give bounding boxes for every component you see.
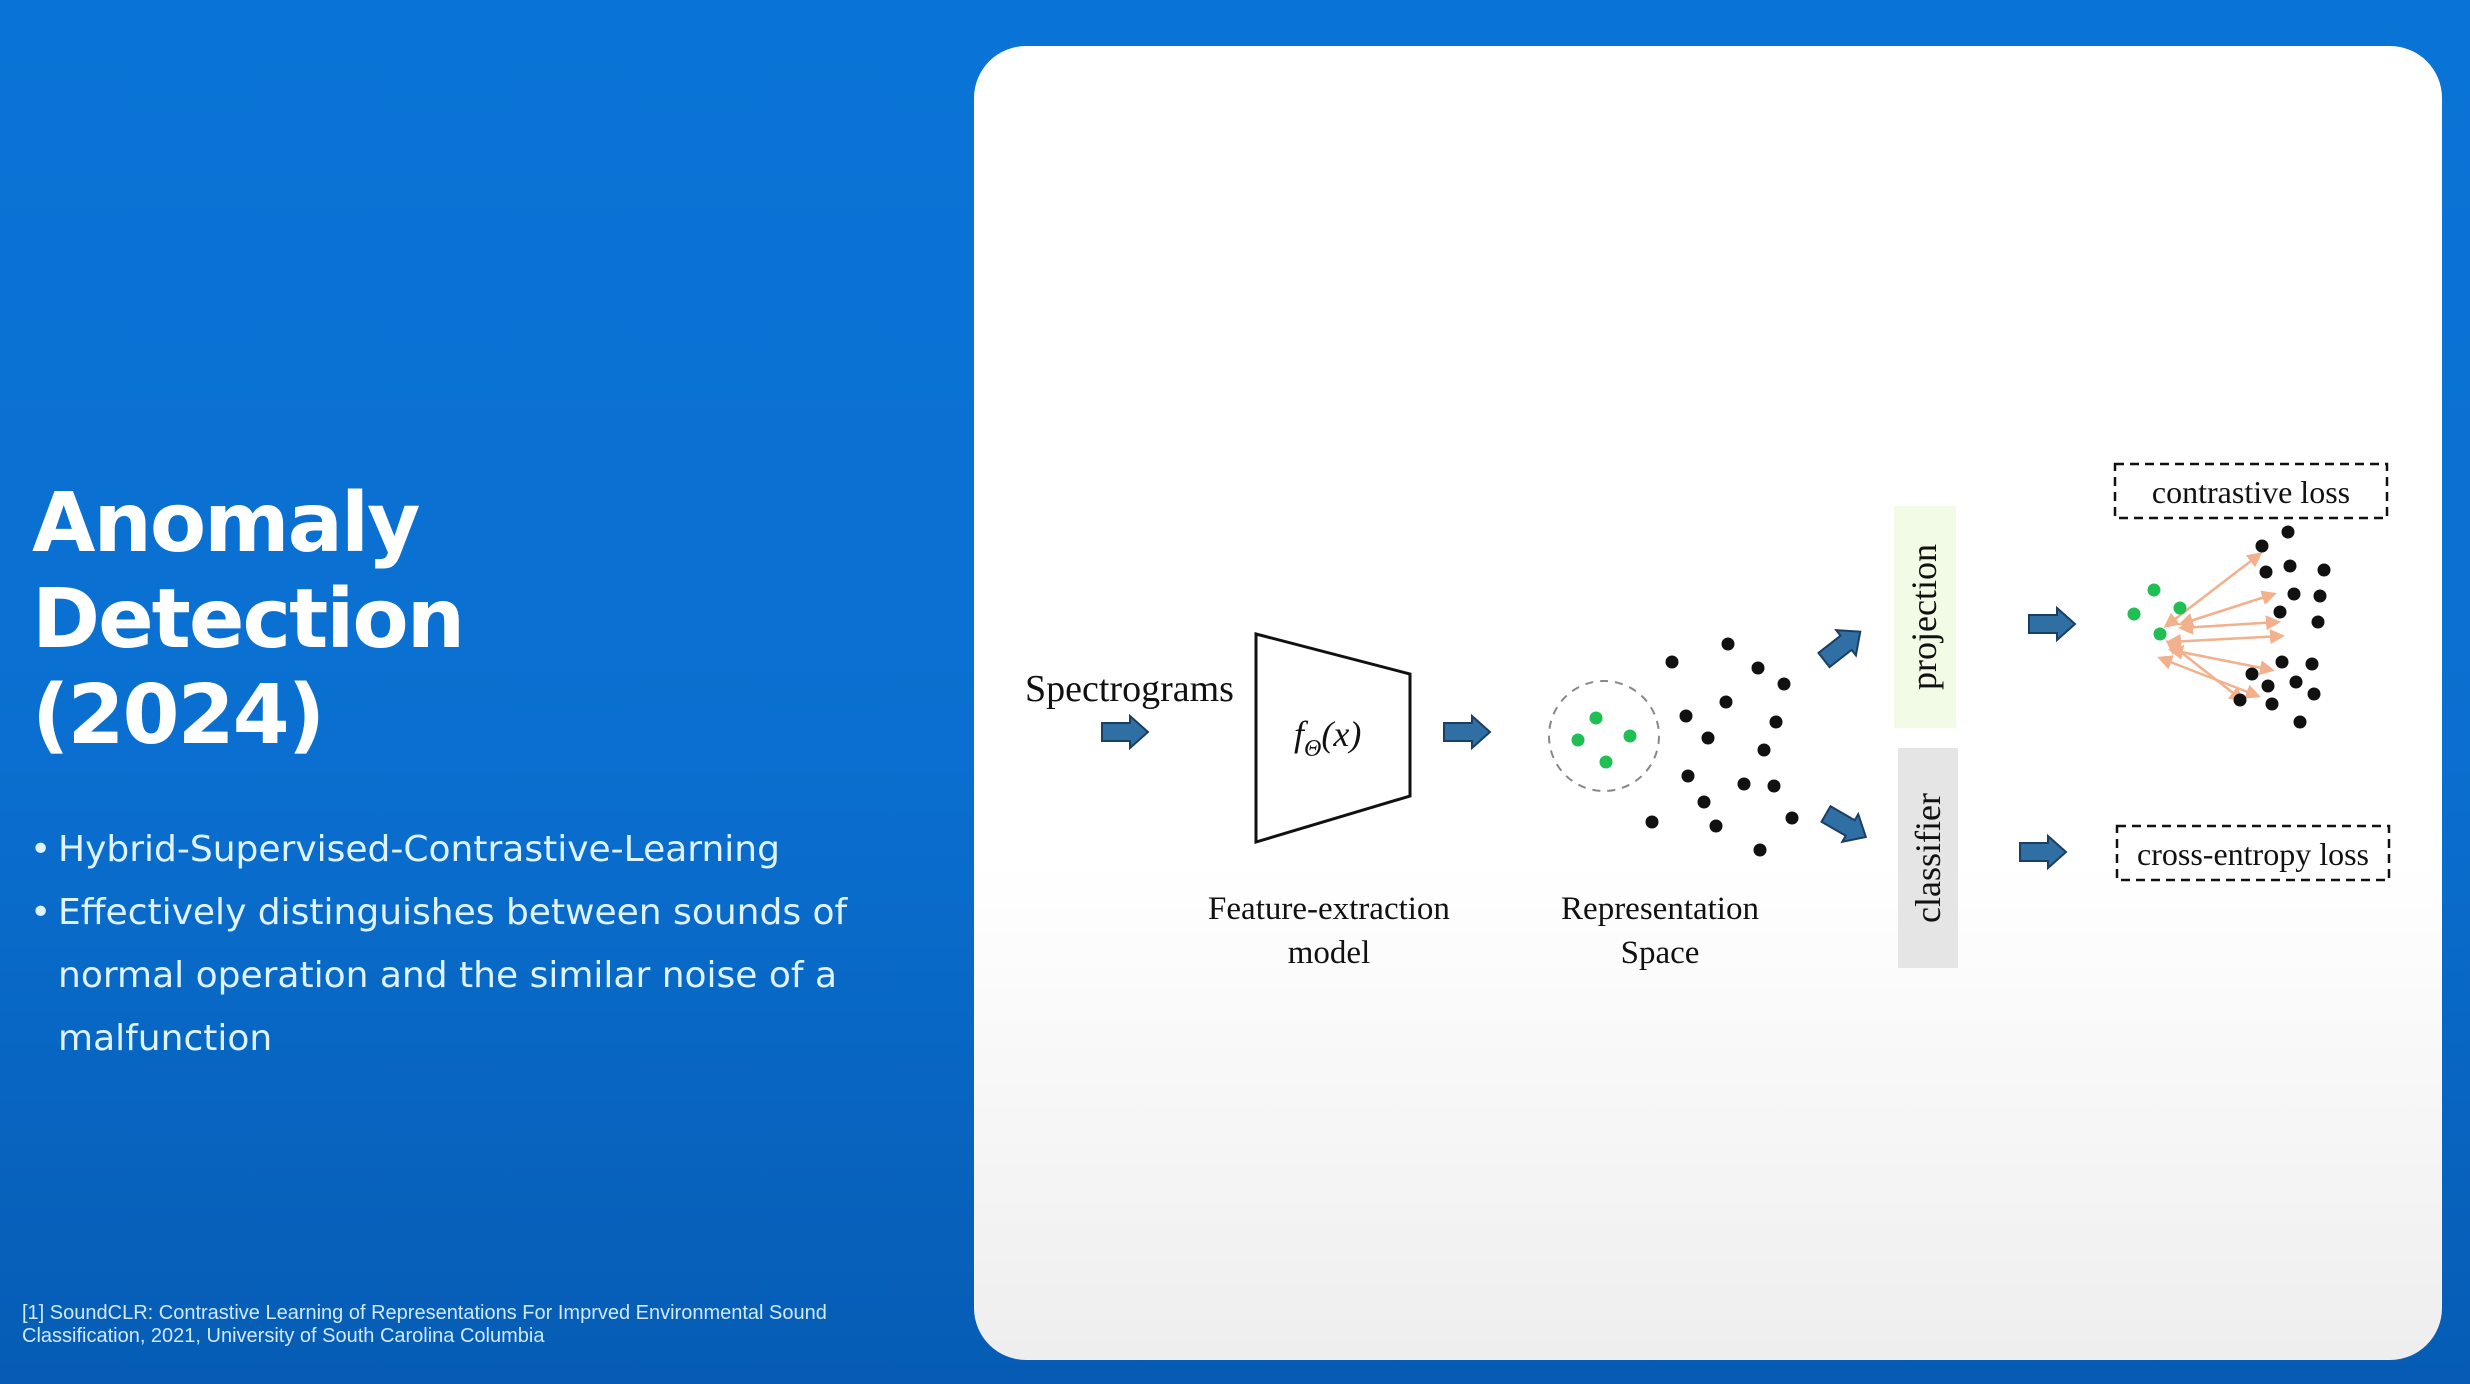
pair-arrow (2178, 590, 2277, 628)
black-point (1721, 637, 1735, 651)
black-point (2255, 539, 2269, 553)
black-point (2281, 525, 2295, 539)
black-point (1737, 777, 1751, 791)
green-point (1623, 729, 1637, 743)
arrow-icon (1817, 629, 1862, 669)
space-caption-line1: Representation (1561, 891, 1759, 927)
cross-entropy-loss-box (2115, 824, 2391, 882)
projection-label: projection (1904, 544, 1944, 690)
black-point (1751, 661, 1765, 675)
black-point (1681, 769, 1695, 783)
black-point (2265, 697, 2279, 711)
bullet-item: Hybrid-Supervised-Contrastive-Learning (30, 818, 850, 881)
black-point (2307, 687, 2321, 701)
green-point (1599, 755, 1613, 769)
representation-green-points (1571, 711, 1637, 769)
black-point (2317, 563, 2331, 577)
feature-extraction-model-shape (1254, 632, 1412, 845)
representation-black-points (1645, 637, 1799, 857)
contrastive-loss-label: contrastive loss (2152, 474, 2350, 510)
black-point (2283, 559, 2297, 573)
slide-title: Anomaly Detection (2024) (32, 476, 932, 764)
black-point (1769, 715, 1783, 729)
model-formula: fΘ(x) (1294, 714, 1361, 762)
black-point (2261, 679, 2275, 693)
arrow-icon (1101, 713, 1150, 751)
black-point (2311, 615, 2325, 629)
arrow-icon (2019, 833, 2068, 871)
black-point (2233, 693, 2247, 707)
black-point (2273, 605, 2287, 619)
diagram-card: Spectrograms fΘ(x) Feature-extraction mo… (974, 46, 2442, 1360)
black-point (2305, 657, 2319, 671)
title-line: (2024) (32, 668, 325, 763)
cluster-boundary (1548, 680, 1660, 792)
green-point (1571, 733, 1585, 747)
black-point (2259, 565, 2273, 579)
black-point (2275, 655, 2289, 669)
black-point (2245, 667, 2259, 681)
projection-head (1894, 506, 1956, 728)
black-point (1753, 843, 1767, 857)
black-point (2287, 587, 2301, 601)
black-point (1767, 779, 1781, 793)
contrastive-loss-box (2113, 462, 2389, 520)
pair-arrow (2165, 640, 2245, 702)
title-line: Detection (32, 572, 465, 667)
model-caption-line2: model (1288, 935, 1370, 971)
diagram-svg: Spectrograms fΘ(x) Feature-extraction mo… (1025, 462, 2391, 971)
black-point (2293, 715, 2307, 729)
pair-arrow (2178, 615, 2281, 635)
green-point (2173, 601, 2187, 615)
arrow-icon (1820, 804, 1868, 844)
bullet-list: Hybrid-Supervised-Contrastive-Learning E… (30, 818, 850, 1070)
slide-text-panel: Anomaly Detection (2024) Hybrid-Supervis… (0, 0, 960, 1384)
arrow-icon (1443, 713, 1492, 751)
arrow-icon (2028, 605, 2077, 643)
title-line: Anomaly (32, 476, 421, 571)
green-point (1589, 711, 1603, 725)
black-point (1785, 811, 1799, 825)
green-point (2127, 607, 2141, 621)
black-point (1665, 655, 1679, 669)
green-point (2153, 627, 2167, 641)
classifier-label: classifier (1908, 793, 1948, 923)
green-point (2147, 583, 2161, 597)
black-point (1709, 819, 1723, 833)
black-point (1645, 815, 1659, 829)
classifier-head (1898, 748, 1958, 968)
projected-green-points (2127, 583, 2187, 641)
bullet-item: Effectively distinguishes between sounds… (30, 881, 850, 1070)
spectrograms-label: Spectrograms (1025, 668, 1234, 710)
model-caption-line1: Feature-extraction (1208, 891, 1450, 927)
black-point (1777, 677, 1791, 691)
black-point (1757, 743, 1771, 757)
black-point (2289, 675, 2303, 689)
black-point (2313, 589, 2327, 603)
projected-black-points (2233, 525, 2331, 729)
pair-arrow (2163, 552, 2263, 628)
footnote: [1] SoundCLR: Contrastive Learning of Re… (22, 1302, 827, 1347)
cross-entropy-loss-label: cross-entropy loss (2137, 836, 2369, 872)
black-point (1719, 695, 1733, 709)
black-point (1697, 795, 1711, 809)
space-caption-line2: Space (1621, 935, 1700, 971)
black-point (1679, 709, 1693, 723)
pair-arrow (2166, 629, 2285, 649)
black-point (1701, 731, 1715, 745)
